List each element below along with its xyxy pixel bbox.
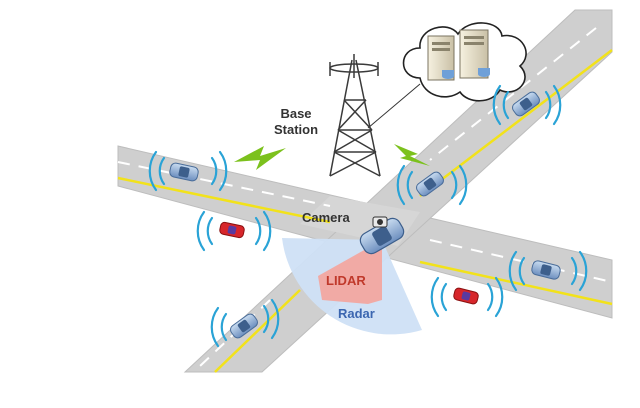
base-station-label-line1: Base — [280, 106, 311, 121]
server-cloud-icon — [402, 22, 527, 102]
lane-dash-d1 — [429, 27, 597, 161]
signal-waves — [148, 84, 588, 348]
car-icon — [230, 313, 258, 339]
camera-label: Camera — [302, 210, 350, 225]
lightning-bolt-icon — [234, 146, 286, 170]
lightning-bolt-icon — [394, 144, 430, 166]
tower-server-link — [367, 83, 421, 129]
car-icon — [416, 171, 444, 197]
car-icon — [219, 221, 245, 239]
lidar-label: LIDAR — [326, 273, 366, 288]
lane-center-horizontal-2 — [419, 260, 613, 306]
car-icon — [512, 91, 540, 117]
lane-center-diagonal-2 — [214, 289, 301, 373]
car-icon — [531, 260, 561, 280]
radar-label: Radar — [338, 306, 375, 321]
vehicles — [169, 91, 561, 339]
lidar-zone — [318, 240, 382, 304]
camera-icon — [372, 216, 388, 228]
cell-tower-icon — [329, 54, 381, 177]
car-icon — [453, 287, 479, 305]
car-icon — [169, 162, 199, 182]
base-station-label-line2: Station — [274, 122, 318, 137]
